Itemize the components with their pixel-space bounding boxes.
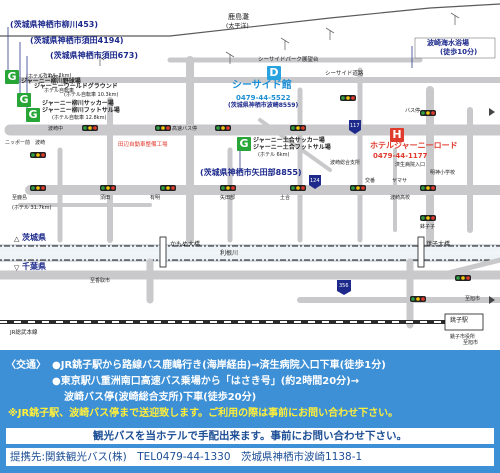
map-label-15: 至香取市 bbox=[90, 278, 111, 284]
map-label-19: (ホテル自転車 10.3km) bbox=[64, 92, 119, 98]
river-label: 利根川 bbox=[220, 250, 239, 257]
pickup-note: ※JR銚子駅、波崎バス停まで送迎致します。ご利用の際は事前にお問い合わせ下さい。 bbox=[8, 408, 399, 419]
route-124-shield bbox=[309, 175, 321, 189]
access-info-panel: 〈交通〉 ●JR銚子駅から路線バス鹿嶋行き(海岸経由)→済生病院入口下車(徒歩1… bbox=[0, 350, 500, 473]
map-label-22: (ホテル 2km) bbox=[40, 73, 72, 79]
field4-icon: G bbox=[237, 137, 251, 151]
map-label-26: 有明 bbox=[150, 195, 161, 201]
hotel-name: ホテルジャーニーロード bbox=[370, 141, 458, 150]
field3-name1: ジャーニー柳川サッカー場 bbox=[42, 100, 114, 107]
bridge-left bbox=[159, 236, 167, 268]
access-line-1: ●JR銚子駅から路線バス鹿嶋行き(海岸経由)→済生病院入口下車(徒歩1分) bbox=[52, 360, 386, 371]
right-city-label-2: 至旭市 bbox=[463, 340, 479, 346]
hotel-phone: 0479-44-1177 bbox=[373, 152, 428, 160]
field4-name2: ジャーニー土合フットサル場 bbox=[253, 144, 331, 151]
map-label-2: 波崎 bbox=[35, 140, 46, 146]
map-label-9: 波崎高校 bbox=[390, 195, 411, 201]
right-city-label: 至旭市 bbox=[465, 296, 481, 302]
beach-walk: (徒歩10分) bbox=[440, 48, 478, 56]
park-label: シーサイドパーク展望台 bbox=[258, 57, 319, 63]
map-label-1: ニッポー前 bbox=[5, 140, 31, 146]
station-label: 銚子駅 bbox=[450, 317, 469, 324]
bridge-right bbox=[417, 236, 425, 268]
sea-subname: (太平洋) bbox=[226, 23, 249, 30]
map-label-27: 鉢子子 bbox=[420, 224, 436, 230]
map-label-21: (ホテル 6km) bbox=[258, 152, 290, 158]
seaside-name: シーサイド館 bbox=[232, 80, 292, 91]
beach-name: 波崎海水浴場 bbox=[427, 39, 469, 47]
route-356-shield bbox=[337, 280, 351, 295]
sea-name: 鹿島灘 bbox=[228, 13, 249, 21]
route-124-number: 124 bbox=[310, 178, 320, 184]
map-label-23: (ホテル 14km) bbox=[26, 74, 61, 80]
area-map: 鹿島灘 (太平洋) 波崎海水浴場 (徒歩10分) シーサイドパーク展望台 シーサ… bbox=[0, 3, 500, 346]
bridge-right-label: 銚子大橋 bbox=[426, 241, 451, 248]
road-network bbox=[0, 56, 500, 329]
seaside-icon: D bbox=[267, 66, 281, 80]
beach-box bbox=[414, 37, 496, 59]
map-label-16: 銚子市役所 bbox=[450, 334, 476, 340]
chiba-arrow: ▽ bbox=[14, 264, 20, 272]
route-117-number: 117 bbox=[350, 123, 360, 129]
access-line-3: 波崎バス停(波崎総合支所)下車(徒歩20分) bbox=[64, 392, 257, 403]
hotel-icon: H bbox=[390, 128, 404, 142]
wind-turbines bbox=[95, 12, 460, 66]
partner-contact: 提携先:関鉄観光バス(株) TEL0479-44-1330 茨城県神栖市波崎11… bbox=[6, 448, 494, 466]
map-label-14: ヤマサ bbox=[392, 178, 408, 184]
route-117-shield bbox=[349, 120, 361, 134]
field1-address: (茨城県神栖市柳川453) bbox=[10, 20, 99, 29]
map-label-10: バス停 bbox=[405, 108, 421, 114]
map-label-13: 交番 bbox=[365, 178, 376, 184]
field2-address: (茨城県神栖市須田4194) bbox=[30, 36, 124, 45]
map-label-24: (ホテル 31.7km) bbox=[12, 205, 52, 211]
seaside-road-label: シーサイド道路 bbox=[325, 71, 364, 77]
map-label-7: 矢田部 bbox=[220, 195, 236, 201]
field3-icon: G bbox=[26, 108, 40, 122]
map-label-17: 田辺自動車整備工場 bbox=[118, 142, 168, 148]
arrow-east bbox=[489, 296, 495, 304]
traffic-heading: 〈交通〉 bbox=[6, 360, 46, 371]
map-label-25: 波崎中 bbox=[48, 126, 64, 132]
field1-icon: G bbox=[5, 70, 19, 84]
map-label-8: 土合 bbox=[280, 195, 291, 201]
bridge-left-label: かもめ大橋 bbox=[170, 241, 201, 248]
coastline bbox=[0, 3, 500, 37]
chiba-label: 千葉県 bbox=[22, 262, 46, 271]
access-line-2: ●東京駅八重洲南口高速バス乗場から「はさき号」(約2時間20分)→ bbox=[52, 376, 360, 387]
map-graphics bbox=[0, 3, 500, 331]
ibaraki-label: 茨城県 bbox=[22, 233, 46, 242]
map-label-12: 明神小学校 bbox=[430, 170, 456, 176]
field2-icon: G bbox=[17, 93, 31, 107]
map-label-3: 高速バス停 bbox=[172, 126, 198, 132]
traffic-lights bbox=[30, 95, 471, 302]
map-label-5: 波崎総合支所 bbox=[330, 160, 361, 166]
map-label-20: (ホテル自転車 12.8km) bbox=[52, 115, 107, 121]
field3-address: (茨城県神栖市須田673) bbox=[50, 51, 139, 60]
tour-bus-notice: 観光バスを当ホテルで手配出来ます。事前にお問い合わせ下さい。 bbox=[6, 428, 494, 444]
station-box bbox=[444, 313, 484, 331]
field4-address: (茨城県神栖市矢田部8855) bbox=[200, 168, 302, 177]
arrow-east-upper bbox=[489, 108, 495, 116]
route-356-number: 356 bbox=[339, 283, 349, 289]
map-label-18: ホテル自転車 bbox=[44, 88, 75, 94]
field4-name1: ジャーニー土合サッカー場 bbox=[253, 137, 325, 144]
field1-name: ジャーニー柳川野球場 bbox=[21, 78, 81, 85]
field3-name2: ジャーニー柳川フットサル場 bbox=[42, 107, 120, 114]
map-label-6: 須田 bbox=[100, 195, 111, 201]
seaside-address: (茨城県神栖市波崎8559) bbox=[228, 102, 299, 109]
ibaraki-arrow: △ bbox=[14, 235, 20, 243]
field2-name: ジャーニーワールドグラウンド bbox=[34, 83, 118, 90]
map-label-4: 至鹿島 bbox=[12, 195, 28, 201]
railway-label: JR総武本線 bbox=[10, 330, 38, 336]
map-label-11: 済生病院入口 bbox=[395, 162, 426, 168]
seaside-phone: 0479-44-5522 bbox=[236, 94, 291, 102]
